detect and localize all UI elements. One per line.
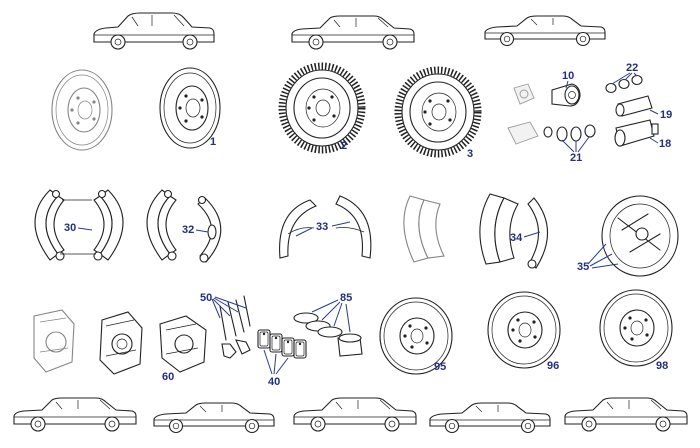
callout-19: 19 [660, 109, 672, 121]
wheel-cylinder-icon[interactable] [513, 83, 535, 105]
brake-shoe-34[interactable]: 34 [479, 193, 549, 269]
car-coupe-icon [153, 402, 275, 434]
callout-21: 21 [570, 152, 582, 164]
brake-shoe-ghost[interactable] [403, 195, 445, 263]
brake-shoe-32[interactable]: 32 [146, 189, 222, 263]
wheel-cylinder-18[interactable]: 18 [614, 119, 671, 150]
wheel-cylinder-piston-22[interactable]: 22 [605, 62, 643, 94]
callout-95: 95 [434, 361, 446, 373]
brake-caliper-60[interactable]: 60 [159, 315, 207, 383]
callout-33: 33 [316, 221, 328, 233]
callout-1: 1 [210, 136, 216, 148]
callout-32: 32 [182, 224, 194, 236]
callout-35: 35 [577, 261, 589, 273]
caliper-seal-kit-85[interactable]: 85 [293, 292, 363, 357]
brake-pad-40[interactable]: 40 [257, 329, 307, 388]
brake-backing-plate-35[interactable]: 35 [577, 195, 679, 277]
callout-18: 18 [659, 138, 671, 150]
finned-brake-drum-2[interactable]: 2 [282, 66, 362, 152]
callout-40: 40 [268, 376, 280, 388]
brake-shoe-30[interactable]: 30 [34, 189, 124, 261]
finned-brake-drum-3[interactable]: 3 [398, 70, 478, 160]
callout-60: 60 [162, 371, 174, 383]
car-sedan-icon [13, 397, 137, 432]
brake-drum-1[interactable]: 1 [159, 67, 221, 149]
callout-98: 98 [656, 360, 668, 372]
callout-30: 30 [64, 222, 76, 234]
car-sedan-icon [564, 397, 688, 432]
wheel-cylinder-kit-21[interactable]: 21 [507, 121, 596, 164]
brake-disc-96[interactable]: 96 [487, 291, 561, 372]
brake-disc-95[interactable]: 95 [379, 297, 453, 375]
callout-34: 34 [510, 232, 523, 244]
brake-shoe-33[interactable]: 33 [279, 195, 372, 259]
car-sedan-icon [93, 12, 215, 50]
pad-pins-50[interactable]: 50 [200, 292, 251, 359]
callout-85: 85 [340, 292, 352, 304]
car-sedan-icon [293, 397, 417, 432]
callout-96: 96 [547, 360, 559, 372]
car-coupe-icon [484, 15, 606, 47]
callout-50: 50 [200, 292, 212, 304]
brake-disc-98[interactable]: 98 [599, 289, 673, 372]
wheel-cylinder-10[interactable]: 10 [551, 70, 581, 107]
callout-22: 22 [626, 62, 638, 74]
car-coupe-icon [429, 402, 551, 434]
callout-10: 10 [562, 70, 574, 82]
callout-3: 3 [467, 148, 473, 160]
brake-drum-plain[interactable] [51, 69, 113, 151]
car-sedan-icon [291, 15, 415, 50]
callout-2: 2 [341, 140, 347, 152]
brake-caliper-icon[interactable] [99, 311, 143, 375]
brake-caliper-ghost[interactable] [33, 309, 75, 373]
wheel-cylinder-19[interactable]: 19 [615, 95, 672, 121]
